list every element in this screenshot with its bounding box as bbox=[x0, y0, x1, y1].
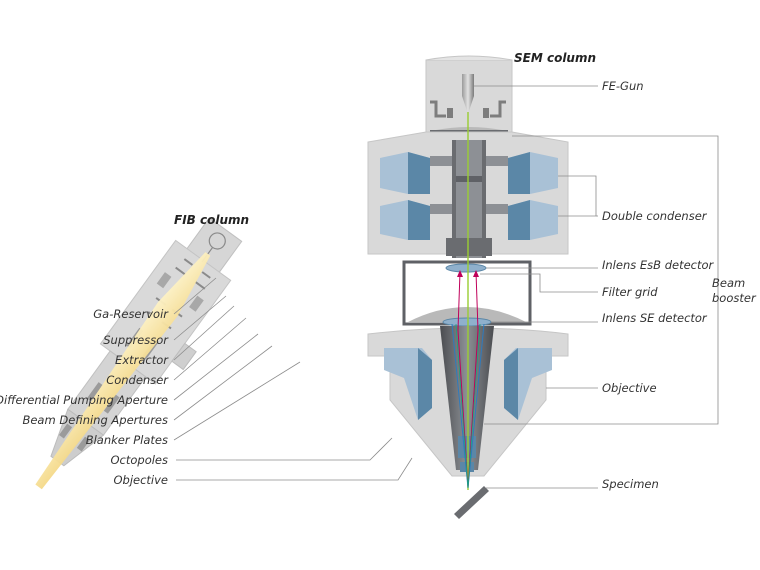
condenser-lens bbox=[156, 272, 172, 289]
sem-column bbox=[367, 55, 569, 519]
fib-objective-lens bbox=[59, 423, 73, 439]
label-suppressor: Suppressor bbox=[103, 333, 169, 347]
extractor-plate bbox=[175, 266, 186, 276]
label-condenser: Condenser bbox=[106, 373, 169, 387]
label-extractor: Extractor bbox=[115, 353, 169, 367]
octopole bbox=[86, 382, 103, 402]
leader-lines bbox=[173, 85, 719, 489]
ion-beam bbox=[35, 252, 211, 490]
label-ga-reservoir: Ga-Reservoir bbox=[93, 307, 169, 321]
label-beam-defining-apertures: Beam Defining Apertures bbox=[22, 413, 168, 427]
label-fib-objective: Objective bbox=[113, 473, 168, 487]
label-beam-booster-line2: booster bbox=[712, 291, 757, 305]
label-fe-gun: FE-Gun bbox=[602, 79, 644, 93]
label-filter-grid: Filter grid bbox=[602, 285, 658, 299]
label-inlens-esb-detector: Inlens EsB detector bbox=[602, 258, 715, 272]
inlens-se-detector-dome bbox=[408, 307, 526, 322]
label-beam-booster-line1: Beam bbox=[712, 276, 745, 290]
label-double-condenser: Double condenser bbox=[602, 209, 708, 223]
label-sem-objective: Objective bbox=[602, 381, 657, 395]
detector-rays bbox=[451, 270, 485, 489]
label-octopoles: Octopoles bbox=[110, 453, 168, 467]
objective-lens-left bbox=[384, 348, 432, 420]
fib-side-flange bbox=[171, 342, 197, 371]
label-inlens-se-detector: Inlens SE detector bbox=[602, 311, 708, 325]
objective-lens-right bbox=[504, 348, 552, 420]
label-specimen: Specimen bbox=[602, 477, 659, 491]
condenser-lens-lower-left bbox=[380, 200, 430, 240]
inlens-esb-detector bbox=[445, 263, 487, 273]
fe-gun-icon bbox=[462, 74, 474, 96]
suppressor-plate bbox=[183, 258, 194, 266]
fib-housing bbox=[35, 217, 243, 490]
label-differential-pumping-aperture: Differential Pumping Aperture bbox=[0, 393, 168, 407]
fib-column bbox=[35, 217, 243, 490]
label-blanker-plates: Blanker Plates bbox=[86, 433, 168, 447]
condenser-lens-upper-left bbox=[380, 152, 430, 194]
fib-column-title: FIB column bbox=[174, 213, 249, 227]
condenser-lens-upper-right bbox=[508, 152, 558, 194]
beam-booster-end bbox=[458, 436, 476, 458]
specimen-stage bbox=[454, 486, 489, 519]
sem-column-title: SEM column bbox=[514, 51, 596, 65]
condenser-lens-lower-right bbox=[508, 200, 558, 240]
